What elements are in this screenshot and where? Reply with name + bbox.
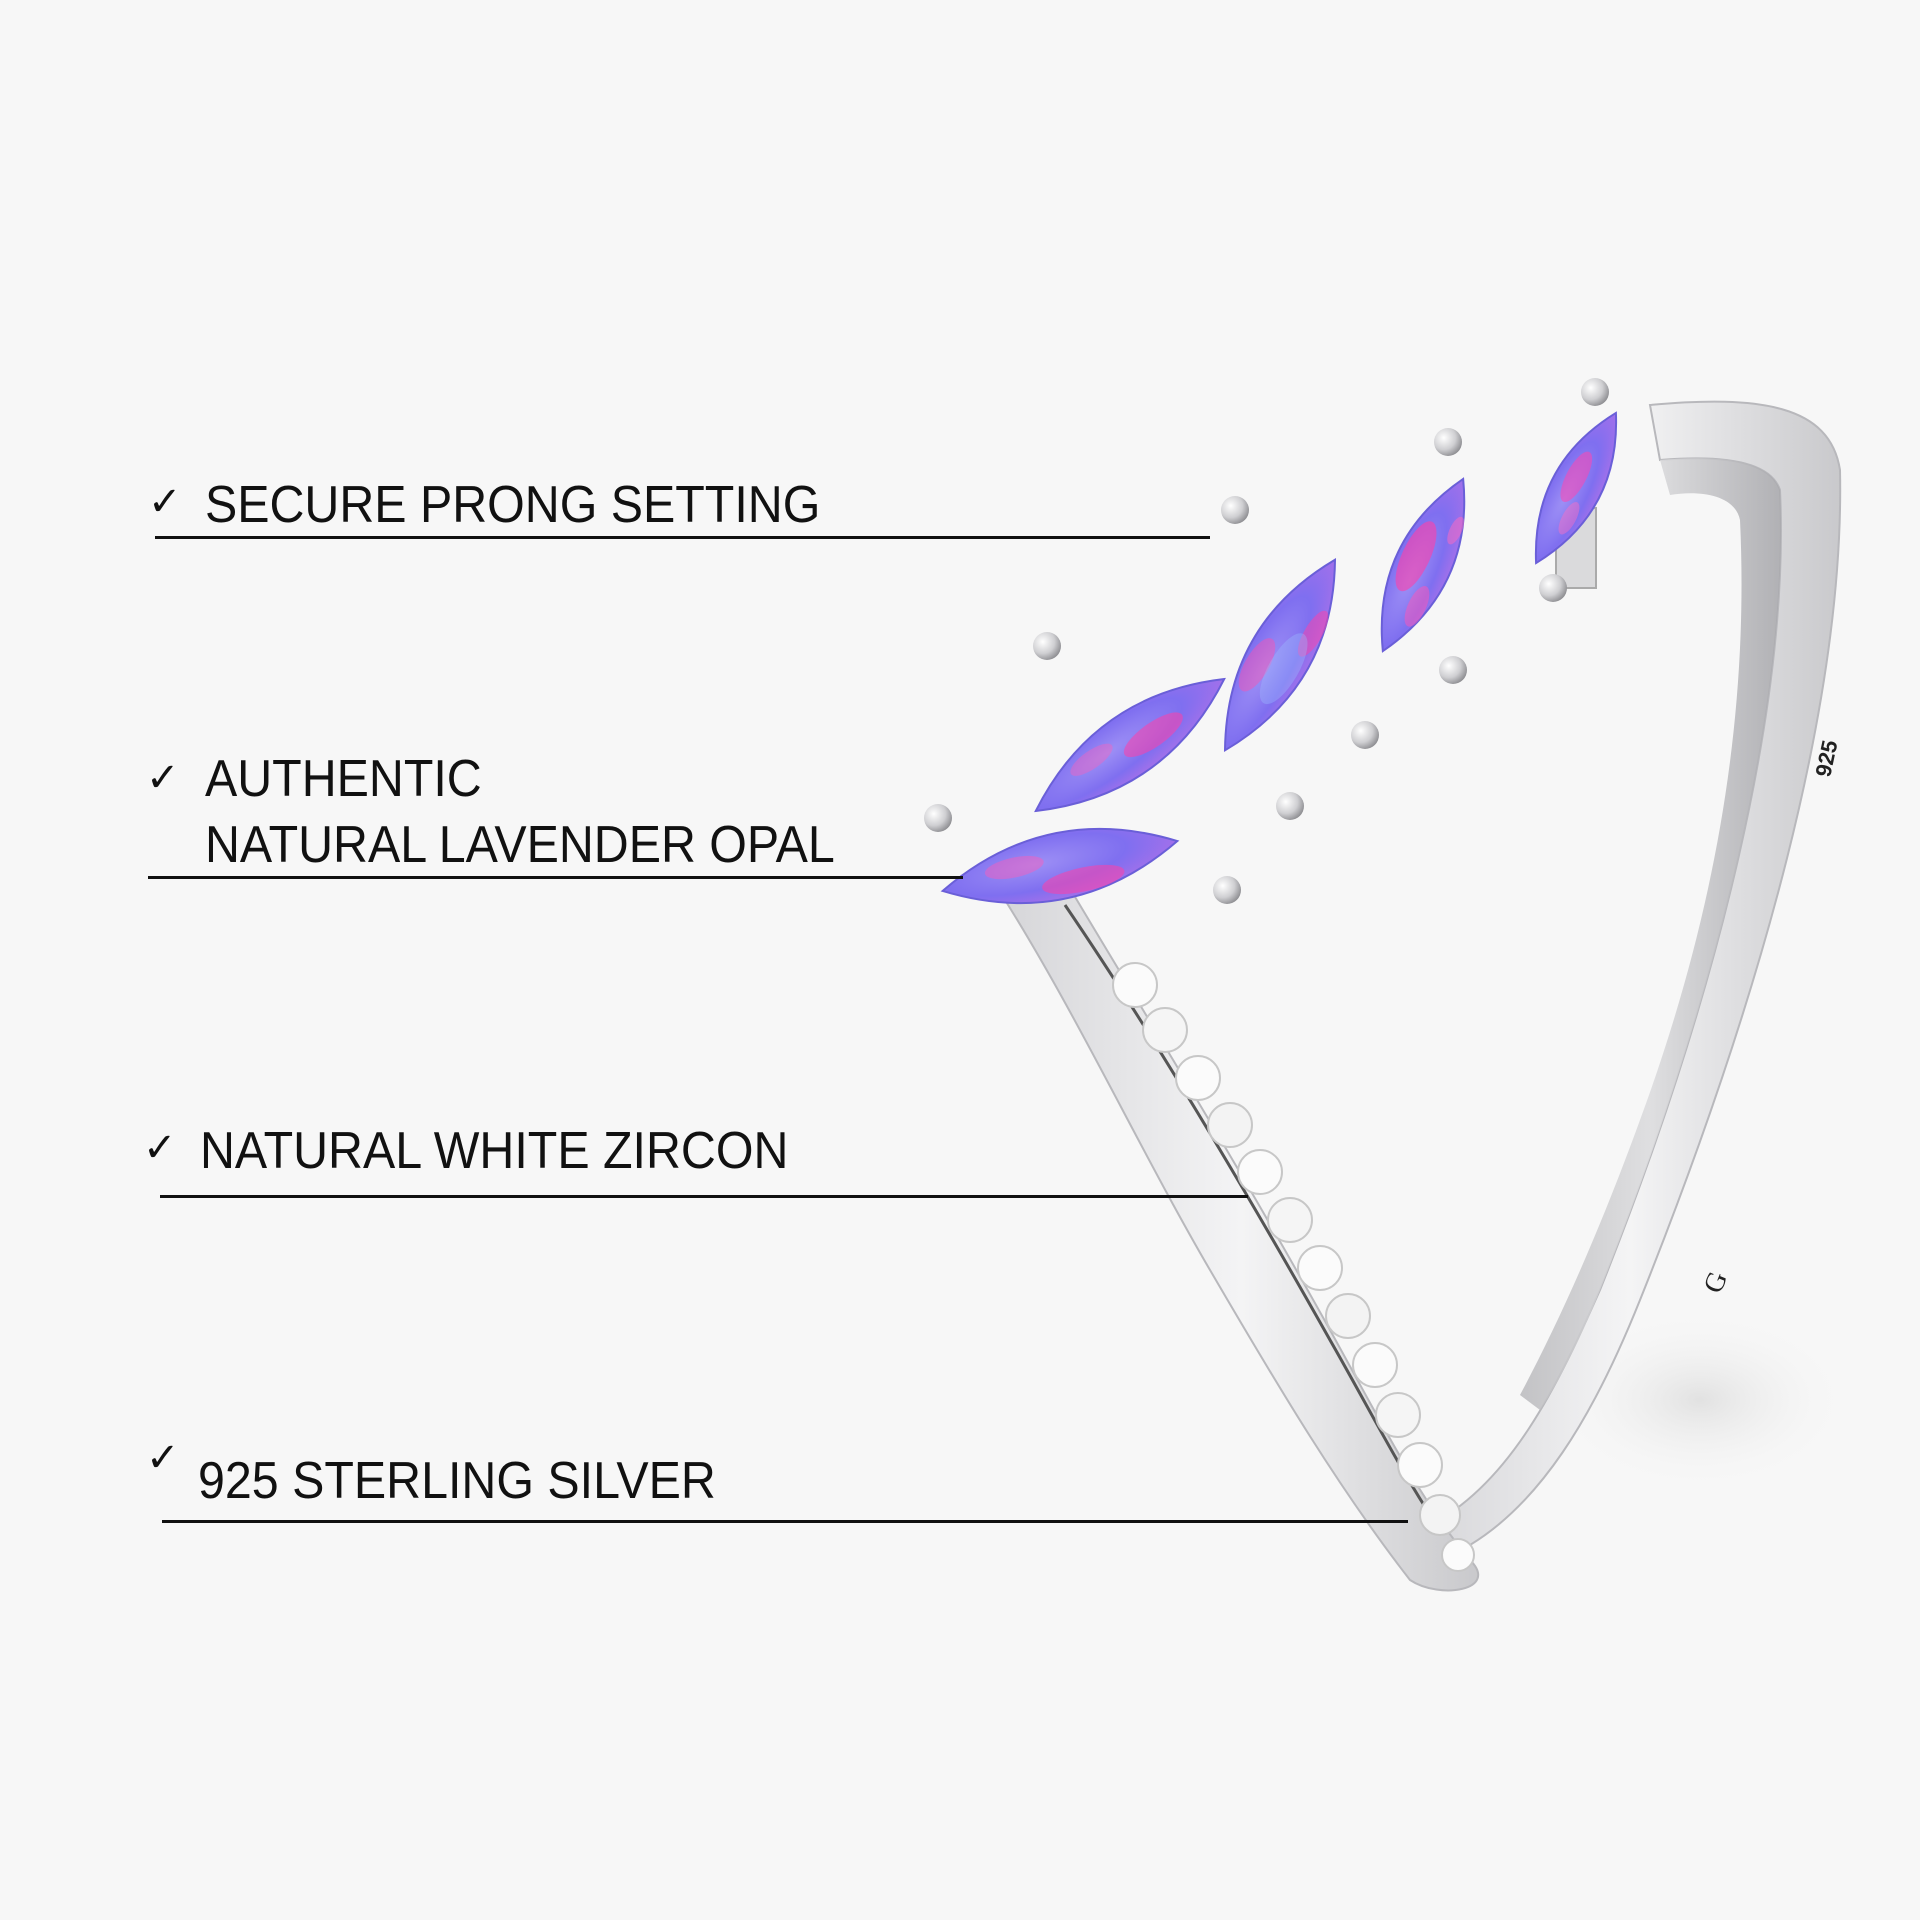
- zircon-pave: [1112, 962, 1475, 1572]
- feature-label-line-2: NATURAL LAVENDER OPAL: [205, 816, 835, 874]
- feature-label: NATURAL WHITE ZIRCON: [200, 1122, 789, 1180]
- stamp-925: 925: [1810, 738, 1842, 779]
- feature-label: SECURE PRONG SETTING: [205, 476, 821, 534]
- ring-band-inner: [1520, 458, 1781, 1411]
- leader-line-zircon: [160, 1195, 1248, 1198]
- prongs: [924, 378, 1609, 904]
- opal-stone-3: [1223, 557, 1337, 753]
- checkmark-icon: ✓: [143, 1125, 177, 1171]
- leader-line-opal: [148, 876, 963, 879]
- leader-line-silver: [162, 1520, 1408, 1523]
- opal-stone-5: [1534, 411, 1618, 589]
- feature-label: 925 STERLING SILVER: [198, 1452, 716, 1510]
- checkmark-icon: ✓: [148, 479, 182, 525]
- leader-line-prong: [155, 536, 1210, 539]
- maker-mark: G: [1698, 1267, 1734, 1297]
- ring-shadow: [1550, 1310, 1850, 1490]
- opal-stone-4: [1380, 477, 1466, 653]
- checkmark-icon: ✓: [146, 755, 180, 801]
- opal-stones: [940, 411, 1618, 905]
- feature-label-line-1: AUTHENTIC: [205, 750, 482, 808]
- opal-stone-2: [1034, 677, 1226, 813]
- opal-stone-1: [940, 827, 1180, 905]
- checkmark-icon: ✓: [146, 1435, 180, 1481]
- ring-band-front: [1003, 878, 1480, 1592]
